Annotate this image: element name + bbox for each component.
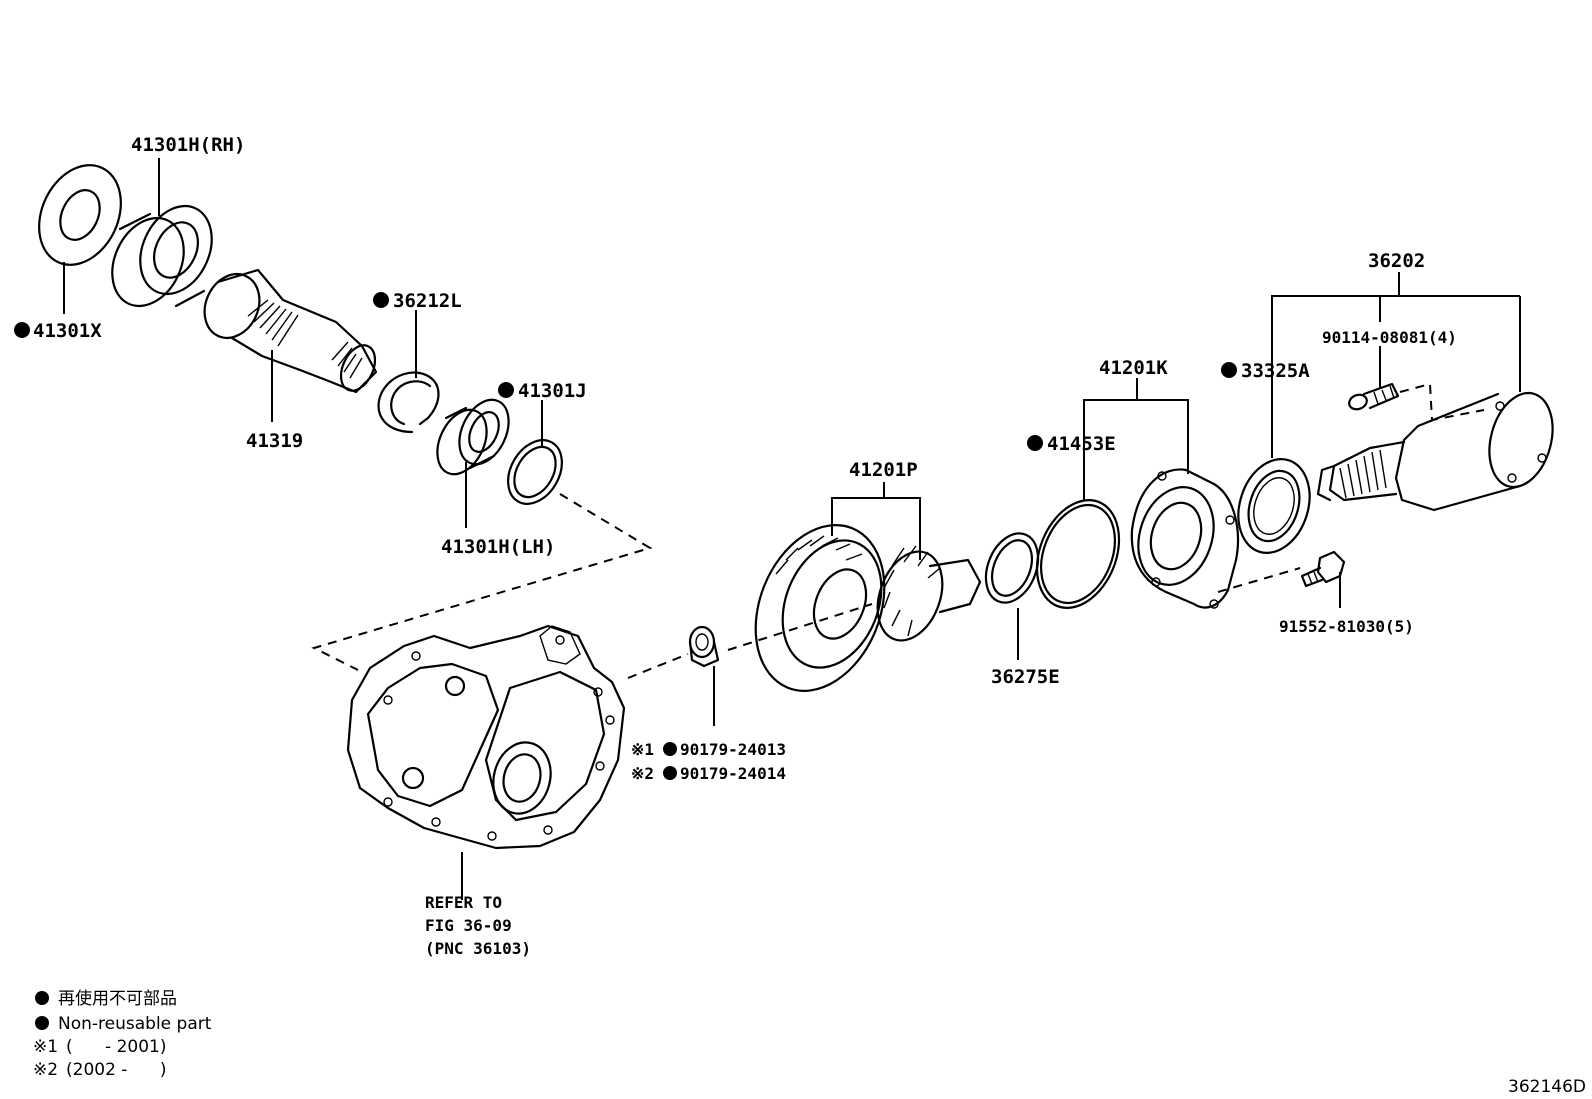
- legend-note1-text: ( - 2001): [66, 1037, 167, 1057]
- shaft-41319-part: [203, 268, 378, 394]
- legend-jp: 再使用不可部品: [58, 988, 177, 1009]
- legend-note2-mark: ※2: [33, 1060, 58, 1080]
- figure-id: 362146D: [1508, 1077, 1586, 1097]
- plug-90179-part: [688, 625, 720, 668]
- note-marker-1: ※1: [631, 740, 654, 759]
- legend-en: Non-reusable part: [58, 1014, 212, 1034]
- legend-dot-icon: [35, 1016, 49, 1030]
- refer-line-2: FIG 36-09: [425, 916, 512, 935]
- bolt-90114-part: [1348, 382, 1400, 411]
- label-41201k: 41201K: [1099, 357, 1168, 379]
- label-90114: 90114-08081(4): [1322, 328, 1457, 347]
- label-41453e: 41453E: [1047, 433, 1116, 455]
- refer-line-3: (PNC 36103): [425, 939, 531, 958]
- label-33325a: 33325A: [1241, 360, 1310, 382]
- gear-set-41201p-part: [754, 524, 982, 692]
- shim-41301x-part: [38, 164, 122, 266]
- non-reusable-dot: [1027, 435, 1043, 451]
- non-reusable-dot: [663, 766, 677, 780]
- label-91552: 91552-81030(5): [1279, 617, 1414, 636]
- refer-line-1: REFER TO: [425, 893, 502, 912]
- non-reusable-dot: [1221, 362, 1237, 378]
- non-reusable-dot: [373, 292, 389, 308]
- label-41301h-lh: 41301H(LH): [441, 536, 555, 558]
- label-41301h-rh: 41301H(RH): [131, 134, 245, 156]
- non-reusable-dot: [498, 382, 514, 398]
- shim-41301j-part: [507, 439, 563, 505]
- non-reusable-dot: [663, 742, 677, 756]
- legend-dot-icon: [35, 991, 49, 1005]
- assembly-lines: [311, 382, 1485, 679]
- retainer-41201k-part: [1130, 468, 1240, 609]
- housing-part: [346, 624, 626, 850]
- leader-lines: [63, 158, 1521, 900]
- label-36202: 36202: [1368, 250, 1425, 272]
- o-ring-41453e-part: [1035, 499, 1121, 609]
- legend-note1-mark: ※1: [33, 1037, 58, 1057]
- label-41301j: 41301J: [518, 380, 587, 402]
- snap-ring-36212l-part: [377, 371, 440, 434]
- bolt-91552-part: [1300, 550, 1346, 588]
- bearing-41301h-rh-part: [111, 204, 213, 308]
- label-41301x: 41301X: [33, 320, 102, 342]
- label-41319: 41319: [246, 430, 303, 452]
- note-marker-2: ※2: [631, 764, 654, 783]
- label-90179-24013: 90179-24013: [680, 740, 786, 759]
- oil-seal-33325a-part: [1237, 458, 1311, 554]
- label-41201p: 41201P: [849, 459, 918, 481]
- label-90179-24014: 90179-24014: [680, 764, 786, 783]
- bearing-41301h-lh-part: [436, 398, 510, 476]
- extension-36202-part: [1316, 391, 1554, 512]
- legend: 再使用不可部品 Non-reusable part ※1 ( - 2001) ※…: [33, 988, 212, 1080]
- label-36212l: 36212L: [393, 290, 462, 312]
- shim-36275e-part: [984, 532, 1040, 604]
- label-36275e: 36275E: [991, 666, 1060, 688]
- non-reusable-dot: [14, 322, 30, 338]
- legend-note2-text: (2002 - ): [66, 1060, 167, 1080]
